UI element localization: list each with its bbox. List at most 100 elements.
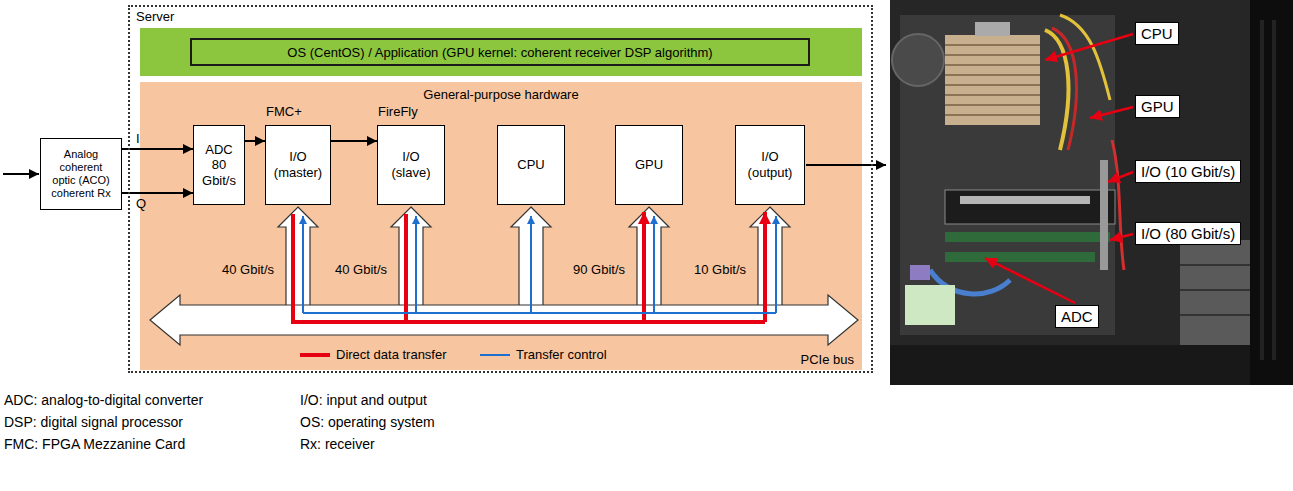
- bandwidth-label: 40 Gbit/s: [335, 262, 387, 277]
- computer-photo: [890, 345, 1250, 385]
- signal-label: Q: [136, 196, 146, 211]
- computer-photo: [945, 44, 1040, 46]
- computer-photo: [945, 252, 1095, 262]
- io-box: I/O (slave): [377, 125, 445, 205]
- abbreviation-note-text: ADC: analog-to-digital converter: [4, 392, 203, 408]
- computer-photo: [1100, 160, 1108, 270]
- transfer-control-line: [303, 312, 776, 314]
- callout-leader: [985, 34, 1133, 303]
- direct-transfer-line: [763, 212, 767, 322]
- adc-box: ADC 80 Gbit/s: [193, 125, 245, 205]
- slot-arrow: [278, 207, 790, 310]
- photo-callout: CPU: [1135, 22, 1179, 45]
- adc-name: ADC 80 Gbit/s: [199, 142, 239, 189]
- abbreviation-note-text: I/O: input and output: [300, 392, 427, 408]
- cpu-box: CPU: [497, 125, 565, 205]
- bus-name: PCIe bus: [801, 352, 854, 367]
- io-name: I/O (output): [741, 149, 799, 180]
- transfer-control-line: [302, 216, 304, 313]
- slot-arrow: [278, 207, 318, 310]
- abbreviation-note-text: DSP: digital signal processor: [4, 414, 183, 430]
- photo-callout: I/O (10 Gbit/s): [1135, 160, 1241, 183]
- receiver-box: Analog coherent optic (ACO) coherent Rx: [40, 138, 122, 210]
- computer-photo: [1180, 264, 1250, 266]
- abbreviation-note-text: OS: operating system: [300, 414, 435, 430]
- abbreviation-note: OS: operating system: [300, 414, 435, 430]
- software-box: OS (CentOS) / Application (GPU kernel: c…: [190, 38, 810, 66]
- abbreviation-note: ADC: analog-to-digital converter: [4, 392, 203, 408]
- callout-leader: [1108, 172, 1133, 182]
- direct-transfer-line: [404, 214, 408, 322]
- abbreviation-note-text: FMC: FPGA Mezzanine Card: [4, 436, 185, 452]
- computer-photo: [1180, 289, 1250, 291]
- hardware-fill: [140, 82, 862, 370]
- direct-transfer-line: [293, 212, 765, 322]
- abbreviation-note: I/O: input and output: [300, 392, 427, 408]
- computer-photo: [945, 64, 1040, 66]
- input-arrow: [3, 173, 39, 175]
- bandwidth-label-text: 40 Gbit/s: [222, 262, 274, 277]
- slot-arrow: [629, 207, 669, 310]
- legend-line-sample: [300, 353, 330, 357]
- io-box: I/O (master): [265, 125, 331, 205]
- slot-arrow: [750, 207, 790, 310]
- photo-callout-text: I/O (80 Gbit/s): [1141, 225, 1235, 242]
- legend-entry: Transfer control: [480, 347, 607, 362]
- interface-label: FMC+: [266, 104, 302, 119]
- computer-photo: [945, 94, 1040, 96]
- computer-photo: [890, 0, 1293, 385]
- callout-leader: [1090, 107, 1133, 118]
- io-name: I/O (master): [271, 149, 325, 180]
- transfer-control-line: [775, 216, 777, 313]
- photo-callout-text: ADC: [1061, 308, 1093, 325]
- signal-name: Q: [136, 196, 146, 211]
- callout-leader: [985, 258, 1075, 303]
- computer-photo: [945, 190, 1115, 224]
- abbreviation-note: FMC: FPGA Mezzanine Card: [4, 436, 185, 452]
- gpu-box: GPU: [615, 125, 683, 205]
- interface-label-text: FMC+: [266, 104, 302, 119]
- bandwidth-label-text: 40 Gbit/s: [335, 262, 387, 277]
- computer-photo: [945, 74, 1040, 76]
- computer-photo: [945, 232, 1110, 242]
- computer-photo: [905, 285, 955, 325]
- transfer-control-line: [653, 216, 655, 313]
- interface-label-text: FireFly: [378, 104, 418, 119]
- photo-callout-text: CPU: [1141, 25, 1173, 42]
- computer-photo: [892, 34, 944, 86]
- io-name: I/O (slave): [383, 149, 439, 180]
- io-box: I/O (output): [735, 125, 805, 205]
- bandwidth-label: 90 Gbit/s: [573, 262, 625, 277]
- computer-photo: [1260, 20, 1264, 360]
- region-title: General-purpose hardware: [140, 87, 862, 102]
- computer-photo: [890, 0, 1293, 385]
- computer-photo: [1180, 240, 1250, 345]
- software-band: [140, 28, 862, 76]
- legend-text: Direct data transfer: [336, 347, 447, 362]
- photo-callout: GPU: [1135, 95, 1180, 118]
- computer-photo: [975, 22, 1010, 36]
- receiver-name: Analog coherent optic (ACO) coherent Rx: [48, 148, 114, 201]
- computer-photo: [945, 54, 1040, 56]
- signal-arrow: [122, 192, 193, 194]
- slot-arrow: [391, 207, 431, 310]
- computer-photo: [945, 114, 1040, 116]
- computer-photo: [1052, 28, 1076, 150]
- computer-photo: [960, 196, 1090, 204]
- callout-leader: [1110, 234, 1133, 240]
- computer-photo: [1180, 314, 1250, 316]
- computer-photo: [1060, 15, 1110, 100]
- computer-photo: [945, 104, 1040, 106]
- photo-callout: ADC: [1055, 305, 1099, 328]
- interface-label: FireFly: [378, 104, 418, 119]
- abbreviation-note-text: Rx: receiver: [300, 436, 375, 452]
- direct-transfer-line: [293, 214, 765, 322]
- computer-photo: [1272, 20, 1276, 360]
- hardware-region: General-purpose hardwarePCIe bus ADC 80 G…: [140, 82, 862, 370]
- computer-photo: [945, 35, 1040, 125]
- transfer-control-line: [530, 216, 532, 313]
- bandwidth-label-text: 90 Gbit/s: [573, 262, 625, 277]
